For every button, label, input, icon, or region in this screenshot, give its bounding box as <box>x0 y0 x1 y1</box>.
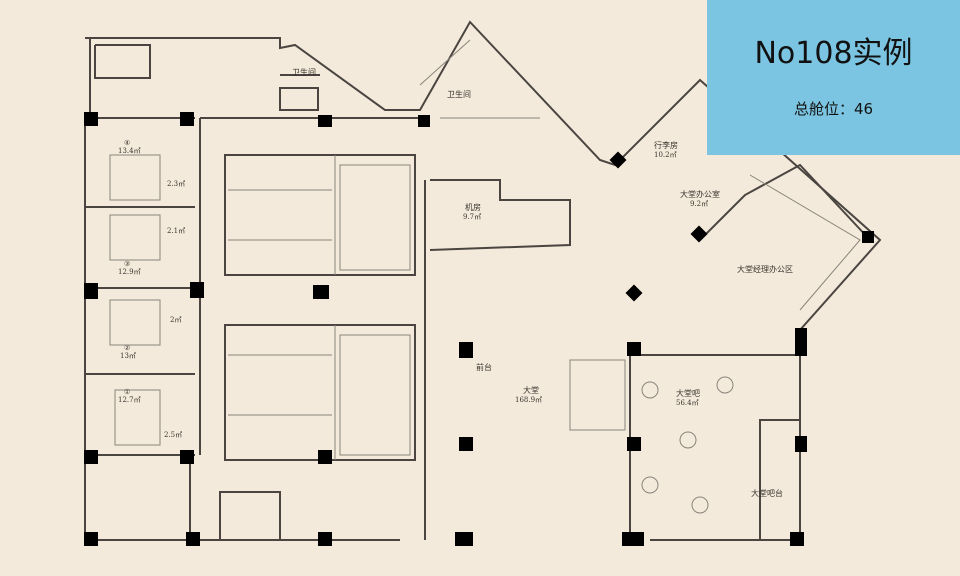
room-labels: 卫生间 卫生间 机房 9.7㎡ 行李房 10.2㎡ 大堂办公室 9.2㎡ 大堂经… <box>118 67 793 498</box>
label-luggage-area: 10.2㎡ <box>654 151 677 159</box>
label-room4: ④ <box>124 139 130 147</box>
label-room1: ① <box>124 388 130 396</box>
label-lobby-area: 168.9㎡ <box>515 396 542 404</box>
label-lobby: 大堂 <box>523 385 539 395</box>
label-room4-area: 13.4㎡ <box>118 147 141 155</box>
label-room3: ③ <box>124 260 130 268</box>
label-machine: 机房 <box>465 202 481 212</box>
label-bath2-area: 2㎡ <box>170 316 181 324</box>
columns <box>84 112 874 546</box>
label-luggage: 行李房 <box>654 140 678 150</box>
label-office: 大堂办公室 <box>680 189 720 199</box>
label-wc2: 卫生间 <box>447 89 471 99</box>
label-bar-counter: 大堂吧台 <box>751 488 783 498</box>
label-machine-area: 9.7㎡ <box>463 213 481 221</box>
label-bath4-area: 2.3㎡ <box>167 180 185 188</box>
badge-title: No108实例 <box>754 36 913 71</box>
label-manager: 大堂经理办公区 <box>737 264 793 274</box>
label-wc1: 卫生间 <box>292 67 316 77</box>
info-badge: No108实例 总舱位：46 <box>707 0 960 155</box>
label-bar: 大堂吧 <box>676 388 700 398</box>
furniture <box>109 154 734 514</box>
label-room2-area: 13㎡ <box>120 352 136 360</box>
label-bath3-area: 2.1㎡ <box>167 227 185 235</box>
label-bath1-area: 2.5㎡ <box>164 431 182 439</box>
label-room3-area: 12.9㎡ <box>118 268 141 276</box>
label-bar-area: 56.4㎡ <box>676 399 699 407</box>
label-room2: ② <box>124 344 130 352</box>
label-reception: 前台 <box>476 362 492 372</box>
label-room1-area: 12.7㎡ <box>118 396 141 404</box>
label-office-area: 9.2㎡ <box>690 200 708 208</box>
badge-capacity: 总舱位：46 <box>793 100 874 118</box>
